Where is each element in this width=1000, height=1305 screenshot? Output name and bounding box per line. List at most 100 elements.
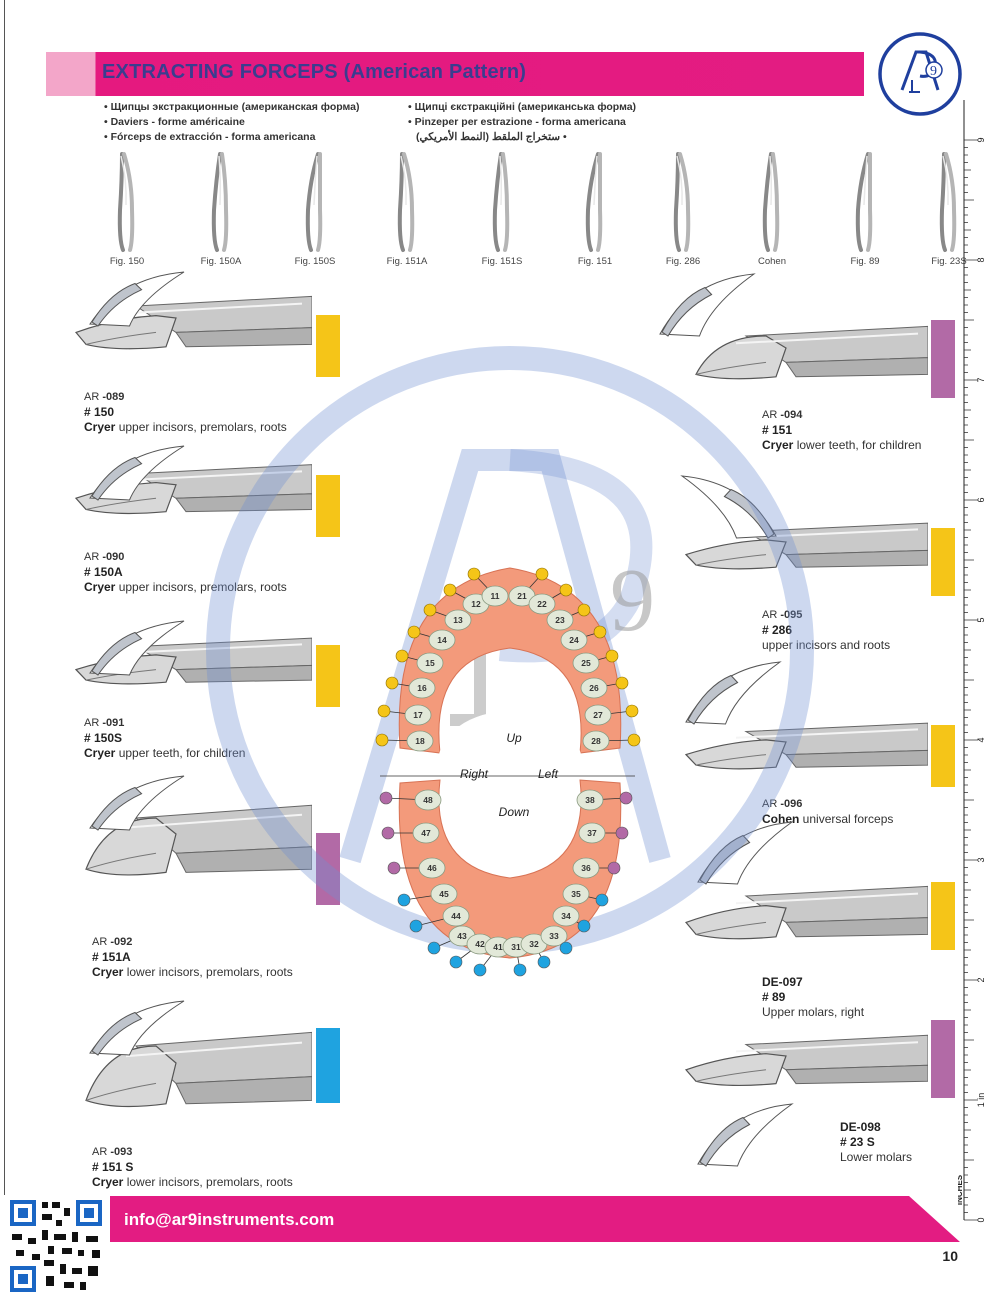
ruler-unit: INCHES — [958, 1174, 964, 1205]
product-code: AR -094 — [762, 409, 803, 421]
product-description: Cryer upper teeth, for children — [84, 746, 246, 760]
color-tab — [316, 1028, 340, 1103]
tooth-label: 16 — [417, 683, 427, 693]
translation-ru: Щипцы экстракционные (американская форма… — [104, 101, 360, 113]
translation-uk: Щипці єкстракційні (американська форма) — [408, 101, 636, 113]
tooth-label: 18 — [415, 736, 425, 746]
tooth-label: 17 — [413, 710, 423, 720]
tooth-label: Up — [506, 731, 522, 745]
ruler-label: 9 — [976, 137, 986, 142]
forceps-tip-icon — [89, 1000, 185, 1056]
color-tab — [931, 882, 955, 950]
forceps-tip-icon — [89, 445, 185, 501]
tooth-label: 32 — [529, 939, 539, 949]
ruler-label: 8 — [976, 257, 986, 262]
tooth-label: 26 — [589, 683, 599, 693]
forceps-figure-icon — [939, 152, 957, 252]
translation-es: Fórceps de extracción - forma americana — [104, 131, 360, 143]
product-code: AR -090 — [84, 551, 125, 563]
forceps-image-icon — [85, 804, 312, 876]
product-number: # 286 — [762, 623, 793, 637]
forceps-figure-icon — [397, 152, 415, 252]
product-description: Upper molars, right — [762, 1005, 865, 1019]
figure-label: Fig. 23S — [931, 256, 967, 267]
tooth-label: 41 — [493, 942, 503, 952]
product-code: AR -096 — [762, 798, 803, 810]
product-number: # 151 S — [92, 1160, 134, 1174]
page-title: EXTRACTING FORCEPS (American Pattern) — [102, 61, 527, 83]
color-tab — [316, 315, 340, 377]
product-number: # 23 S — [840, 1135, 875, 1149]
forceps-image-icon — [85, 1031, 312, 1108]
figure-label: Fig. 150A — [200, 256, 242, 267]
ruler-label: 2 — [976, 977, 986, 982]
forceps-figure-icon — [211, 152, 229, 252]
ruler-label: 4 — [976, 737, 986, 742]
product-code: AR -095 — [762, 609, 803, 621]
forceps-figure-icon — [855, 152, 873, 252]
tooth-label: 23 — [555, 615, 565, 625]
product-number: # 89 — [762, 990, 786, 1004]
translations-left: Щипцы экстракционные (американская форма… — [104, 101, 360, 143]
tooth-label: 25 — [581, 658, 591, 668]
forceps-tip-icon — [685, 661, 782, 725]
product-code: AR -089 — [84, 391, 125, 403]
footer-band: info@ar9instruments.com — [110, 1196, 960, 1242]
figure-label: Fig. 286 — [665, 256, 701, 267]
product-number: # 151 — [762, 423, 793, 437]
tooth-label: 46 — [427, 863, 437, 873]
product-description: Cryer lower incisors, premolars, roots — [92, 965, 293, 979]
product-number: # 150A — [84, 565, 123, 579]
tooth-label: 13 — [453, 615, 463, 625]
product-description: upper incisors and roots — [762, 638, 891, 652]
product-info: AR -089 # 150 Cryer upper incisors, prem… — [84, 390, 287, 435]
color-tab — [931, 320, 955, 398]
tooth-label: 14 — [437, 635, 447, 645]
color-tab — [931, 1020, 955, 1098]
product-number: # 150S — [84, 731, 123, 745]
figure-label: Fig. 150 — [109, 256, 145, 267]
tooth-label: 27 — [593, 710, 603, 720]
figure-label: Fig. 89 — [850, 256, 880, 267]
figure-label: Fig. 151 — [577, 256, 613, 267]
product-description: Cryer upper incisors, premolars, roots — [84, 420, 287, 434]
color-tab — [316, 475, 340, 537]
forceps-tip-icon — [89, 271, 185, 327]
product-info: AR -090 # 150A Cryer upper incisors, pre… — [84, 550, 287, 595]
svg-text:9: 9 — [930, 64, 937, 79]
translations-right: Щипці єкстракційні (американська форма) … — [408, 101, 636, 143]
product-code: DE-098 — [840, 1120, 881, 1134]
product-description: Cryer lower incisors, premolars, roots — [92, 1175, 293, 1189]
figure-label: Fig. 151S — [481, 256, 523, 267]
tooth-label: 28 — [591, 736, 601, 746]
product-info: AR -093 # 151 S Cryer lower incisors, pr… — [92, 1145, 293, 1190]
forceps-figure-icon — [305, 152, 323, 252]
email-link[interactable]: info@ar9instruments.com — [124, 1210, 335, 1229]
forceps-tip-icon — [697, 1103, 794, 1167]
forceps-image-icon — [74, 637, 312, 685]
forceps-image-icon — [74, 295, 312, 350]
figure-label: Fig. 151A — [386, 256, 428, 267]
product-description: Lower molars — [840, 1150, 913, 1164]
forceps-image-icon — [684, 522, 928, 570]
forceps-figure-icon — [492, 152, 510, 252]
tooth-label: Down — [499, 805, 530, 819]
qr-code-icon — [8, 1198, 104, 1294]
forceps-figure-icon — [673, 152, 691, 252]
product-info: AR -092 # 151A Cryer lower incisors, pre… — [92, 935, 293, 980]
forceps-tip-icon — [680, 475, 777, 539]
forceps-image-icon — [684, 885, 928, 940]
forceps-image-icon — [684, 1034, 928, 1087]
product-number: # 151A — [92, 950, 131, 964]
color-tab — [316, 833, 340, 905]
color-tab — [931, 725, 955, 787]
ruler-label: 3 — [976, 857, 986, 862]
tooth-label: 31 — [511, 942, 521, 952]
tooth-label: 36 — [581, 863, 591, 873]
forceps-tip-icon — [89, 775, 185, 831]
